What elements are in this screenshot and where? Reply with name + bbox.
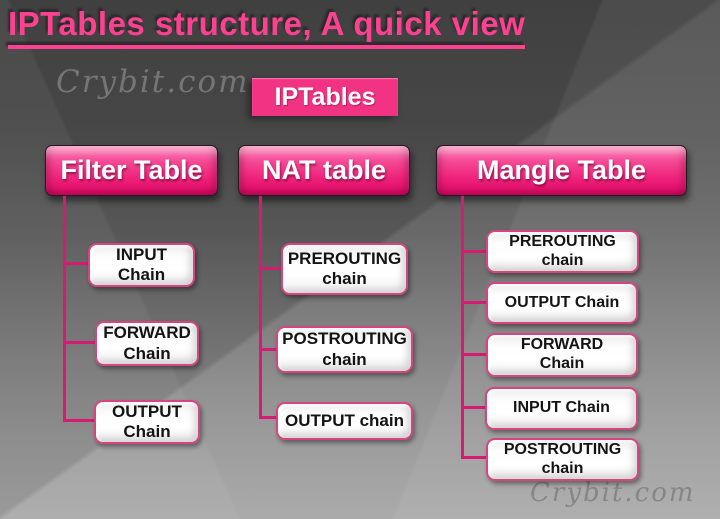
mangle-branch-connector [461, 353, 486, 356]
nat-prerouting-chain-node: PREROUTING chain [281, 243, 408, 295]
filter-branch-connector [63, 341, 95, 344]
mangle-branch-connector [461, 406, 485, 409]
mangle-branch-connector [461, 301, 486, 304]
mangle-branch-connector [461, 250, 486, 253]
nat-branch-connector [259, 267, 281, 270]
iptables-root-node: IPTables [252, 78, 398, 116]
mangle-branch-connector [461, 456, 486, 459]
mangle-forward-chain-node: FORWARD Chain [486, 333, 638, 377]
filter-trunk-connector [63, 196, 66, 422]
page-title-text: IPTables structure, A quick view [8, 5, 526, 49]
nat-branch-connector [259, 416, 276, 419]
mangle-table-node: Mangle Table [436, 145, 687, 196]
filter-input-chain-node: INPUT Chain [88, 243, 195, 287]
mangle-trunk-connector [461, 196, 464, 458]
filter-output-chain-node: OUTPUT Chain [94, 400, 200, 444]
filter-branch-connector [63, 419, 94, 422]
nat-table-node: NAT table [238, 145, 410, 196]
watermark-bottom: Crybit.com [530, 478, 696, 508]
nat-branch-connector [259, 348, 276, 351]
mangle-input-chain-node: INPUT Chain [485, 387, 638, 430]
filter-table-node: Filter Table [45, 145, 218, 196]
watermark-top: Crybit.com [56, 64, 250, 100]
page-title: IPTables structure, A quick view [8, 5, 526, 49]
mangle-prerouting-chain-node: PREROUTING chain [486, 230, 639, 273]
filter-forward-chain-node: FORWARD Chain [95, 321, 199, 366]
filter-branch-connector [63, 262, 88, 265]
nat-trunk-connector [259, 196, 262, 419]
nat-output-chain-node: OUTPUT chain [276, 402, 413, 440]
mangle-output-chain-node: OUTPUT Chain [486, 282, 638, 324]
mangle-postrouting-chain-node: POSTROUTING chain [486, 438, 639, 481]
nat-postrouting-chain-node: POSTROUTING chain [276, 326, 413, 373]
